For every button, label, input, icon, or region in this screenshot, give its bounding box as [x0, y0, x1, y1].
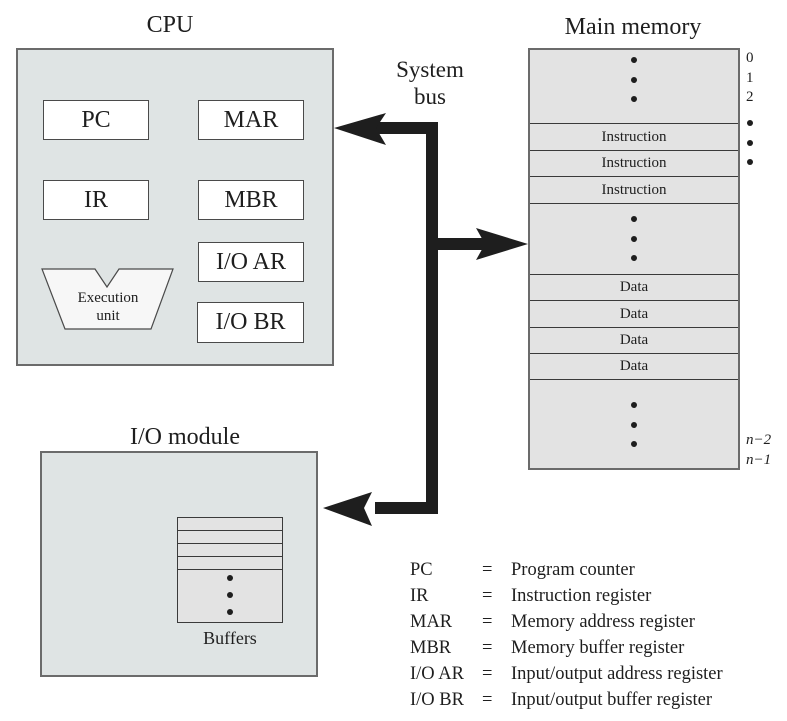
mbr-register: MBR	[198, 180, 304, 220]
memory-ellipsis-dot	[631, 236, 637, 242]
cpu-title: CPU	[146, 12, 194, 38]
buffer-slot-divider	[178, 569, 282, 570]
buffer-slot-divider	[178, 556, 282, 557]
address-n-minus-1: n−1	[746, 452, 772, 468]
bus-branch-cpu	[370, 122, 438, 134]
buffers-label: Buffers	[203, 628, 257, 648]
memory-row-data: Data	[530, 327, 738, 353]
legend-abbr: IR	[410, 586, 429, 606]
legend-equals: =	[482, 690, 493, 710]
memory-ellipsis-dot	[631, 96, 637, 102]
ir-register: IR	[43, 180, 149, 220]
memory-ellipsis-dot	[631, 441, 637, 447]
legend-meaning: Input/output buffer register	[511, 690, 713, 710]
memory-gap	[530, 203, 738, 274]
bus-branch-memory	[426, 238, 496, 250]
memory-row-instruction: Instruction	[530, 150, 738, 176]
memory-row-data: Data	[530, 274, 738, 300]
address-2: 2	[746, 89, 754, 105]
address-ellipsis-dot	[747, 120, 753, 126]
buffer-ellipsis-dot	[227, 575, 233, 581]
legend-meaning: Program counter	[511, 560, 635, 580]
memory-ellipsis-dot	[631, 255, 637, 261]
buffers-block	[177, 517, 283, 623]
address-1: 1	[746, 70, 754, 86]
bus-branch-io	[375, 502, 438, 514]
mar-register: MAR	[198, 100, 304, 140]
legend-abbr: I/O AR	[410, 664, 464, 684]
legend-equals: =	[482, 560, 493, 580]
pc-register: PC	[43, 100, 149, 140]
main-memory-title: Main memory	[564, 14, 702, 40]
memory-row-instruction: Instruction	[530, 176, 738, 203]
main-memory-panel: Instruction Instruction Instruction Data…	[528, 48, 740, 470]
legend-equals: =	[482, 638, 493, 658]
address-n-minus-2: n−2	[746, 432, 772, 448]
buffer-ellipsis-dot	[227, 609, 233, 615]
memory-ellipsis-dot	[631, 77, 637, 83]
legend-equals: =	[482, 586, 493, 606]
bus-arrowhead-io	[323, 492, 372, 526]
memory-row-instruction: Instruction	[530, 123, 738, 150]
io-ar-register: I/O AR	[198, 242, 304, 282]
system-bus-label-1: System	[396, 57, 464, 82]
legend-abbr: I/O BR	[410, 690, 464, 710]
legend-meaning: Input/output address register	[511, 664, 723, 684]
legend-abbr: MBR	[410, 638, 452, 658]
legend-equals: =	[482, 612, 493, 632]
bus-arrowhead-memory	[476, 228, 528, 260]
legend-abbr: MAR	[410, 612, 453, 632]
address-0: 0	[746, 50, 754, 66]
memory-ellipsis-dot	[631, 422, 637, 428]
execution-unit-label-1: Execution	[77, 290, 139, 306]
buffer-slot-divider	[178, 530, 282, 531]
legend-meaning: Memory address register	[511, 612, 695, 632]
buffer-slot-divider	[178, 543, 282, 544]
bus-arrowhead-cpu	[334, 113, 386, 145]
legend-equals: =	[482, 664, 493, 684]
legend-meaning: Instruction register	[511, 586, 652, 606]
execution-unit-label-2: unit	[96, 308, 120, 324]
memory-ellipsis-dot	[631, 402, 637, 408]
bus-trunk	[426, 122, 438, 514]
address-ellipsis-dot	[747, 140, 753, 146]
memory-row-data: Data	[530, 353, 738, 379]
io-module-title: I/O module	[130, 424, 240, 450]
io-br-register: I/O BR	[197, 302, 304, 343]
buffer-ellipsis-dot	[227, 592, 233, 598]
memory-ellipsis-dot	[631, 57, 637, 63]
address-ellipsis-dot	[747, 159, 753, 165]
memory-gap	[530, 379, 738, 468]
memory-row-data: Data	[530, 300, 738, 327]
memory-ellipsis-dot	[631, 216, 637, 222]
legend-meaning: Memory buffer register	[511, 638, 685, 658]
legend-abbr: PC	[410, 560, 433, 580]
system-bus-label-2: bus	[414, 84, 446, 109]
